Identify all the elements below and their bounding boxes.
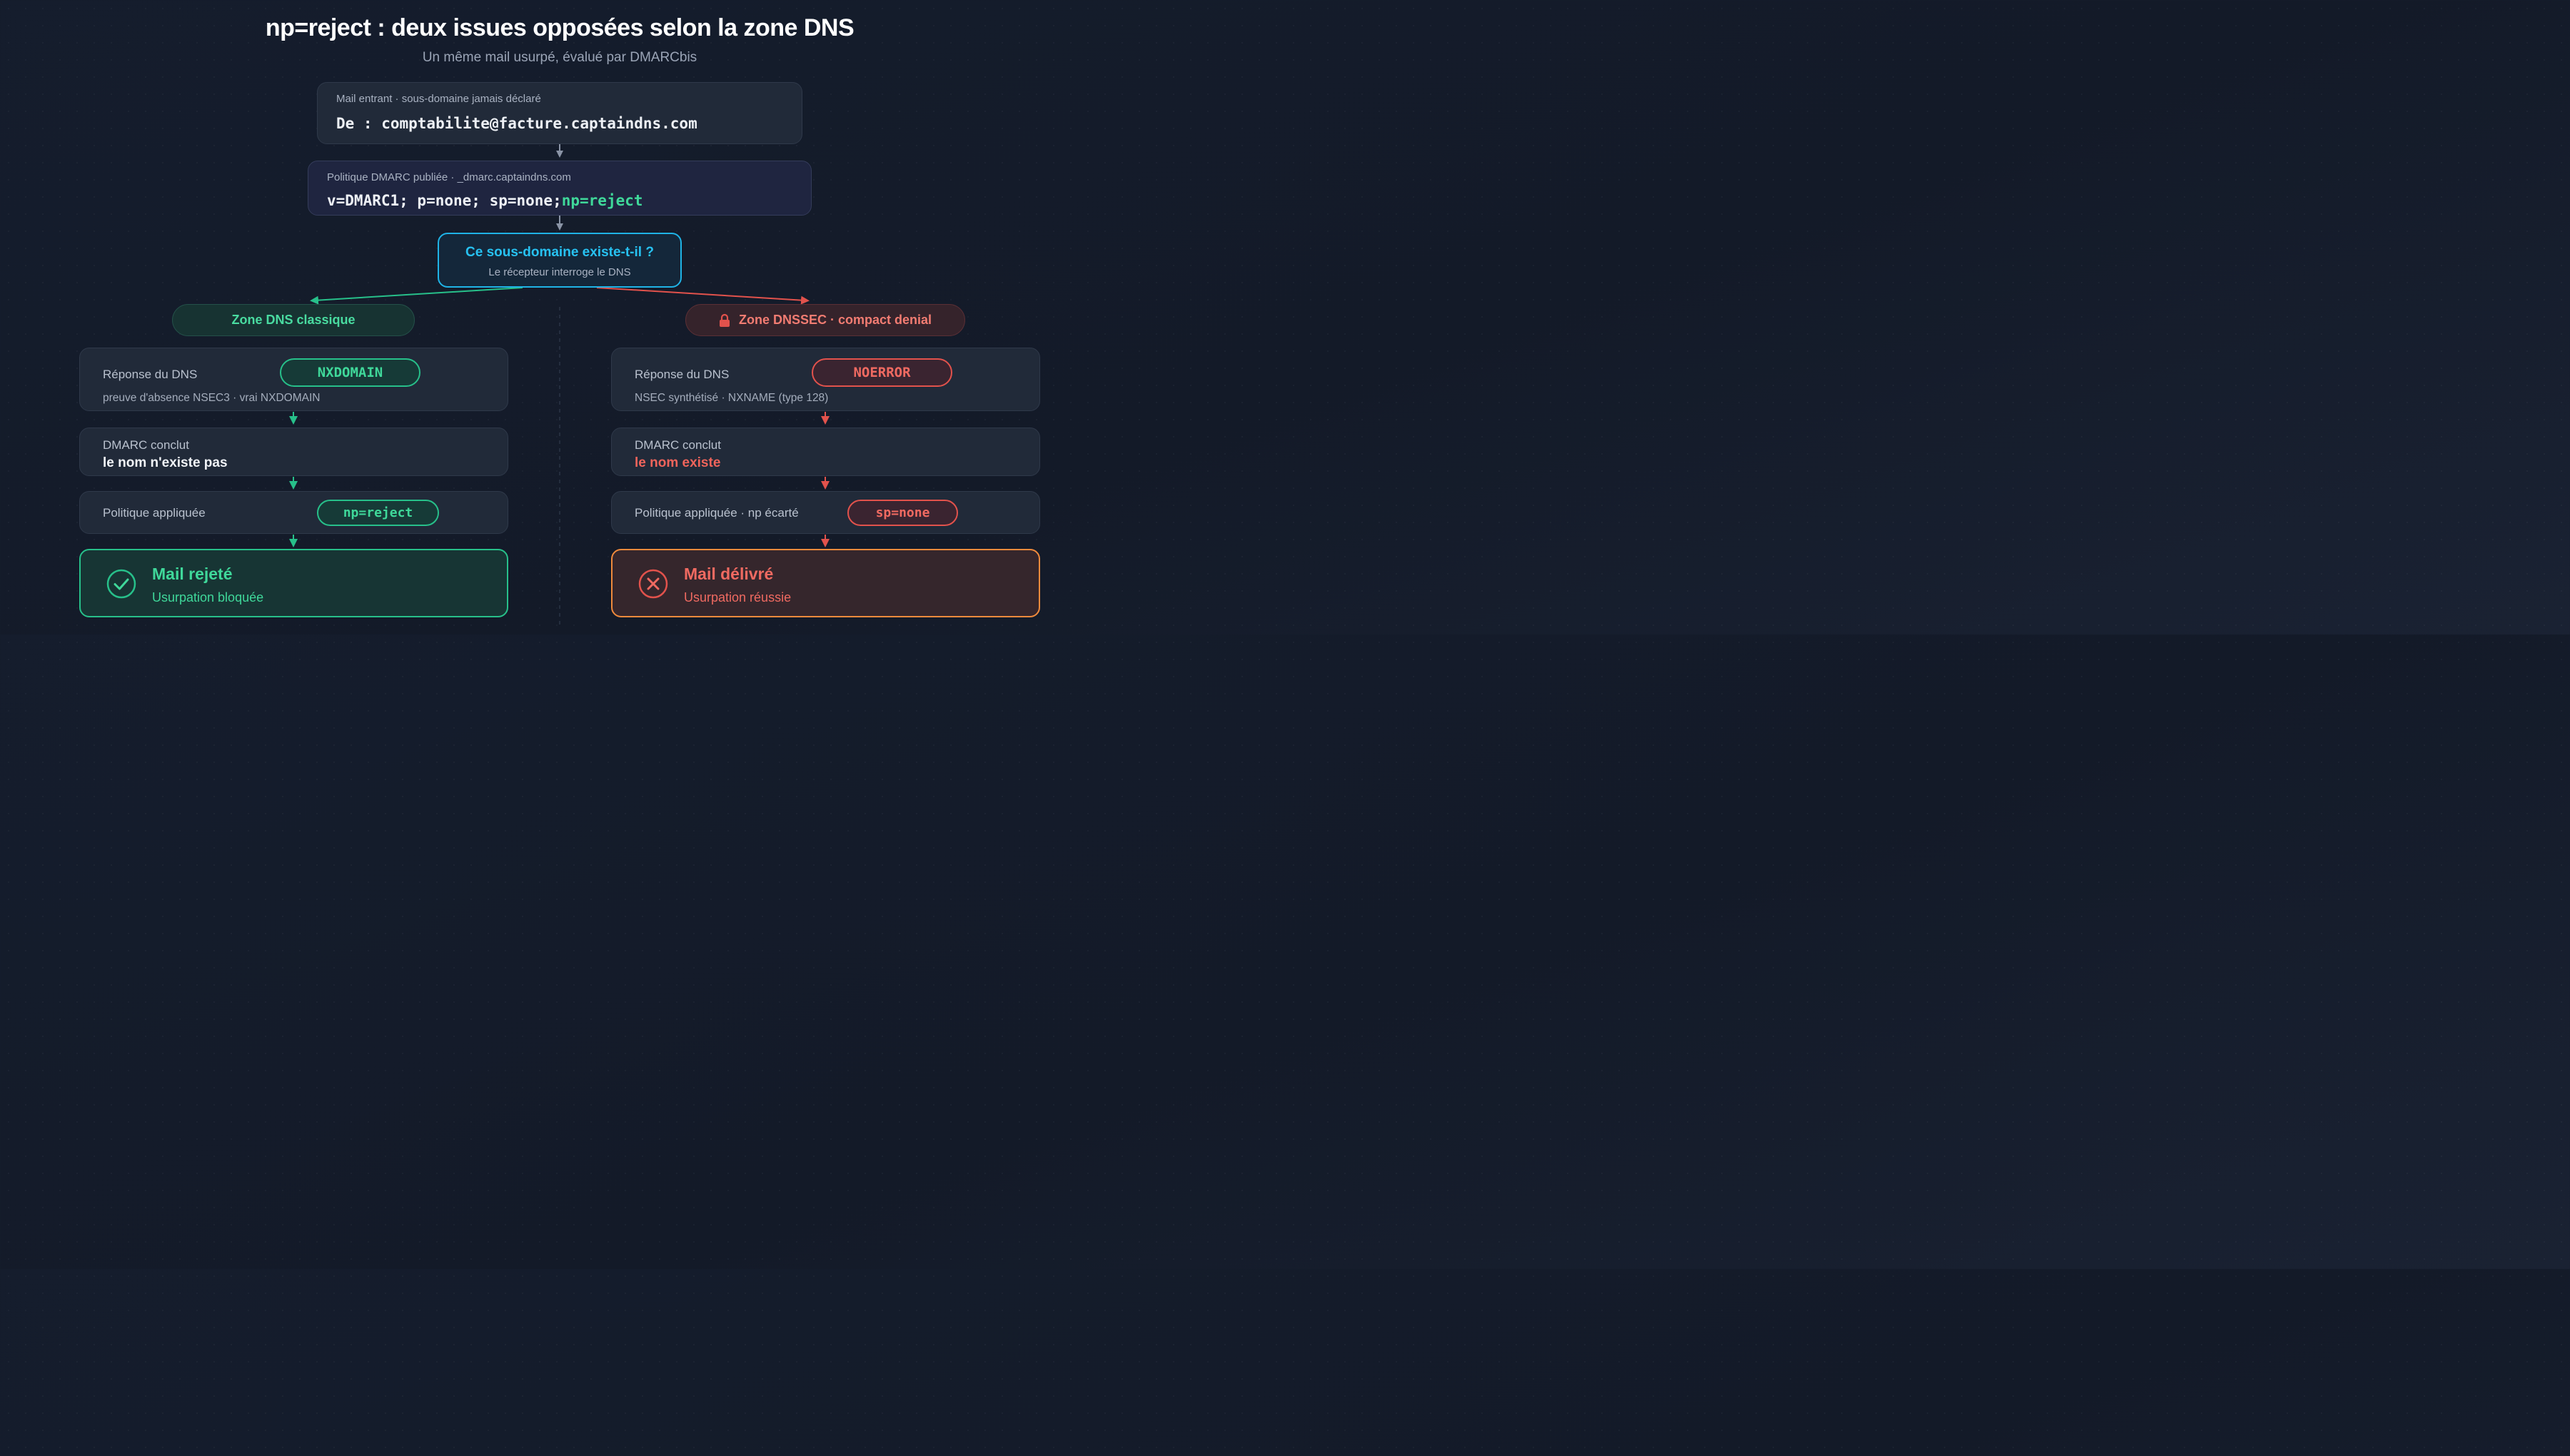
right-dns-detail: NSEC synthétisé · NXNAME (type 128) xyxy=(635,392,829,404)
right-dns-response-label: Réponse du DNS xyxy=(635,368,730,381)
page-subtitle: Un même mail usurpé, évalué par DMARCbis xyxy=(422,50,697,65)
right-dns-code-badge: NOERROR xyxy=(812,358,952,387)
question-subtitle: Le récepteur interroge le DNS xyxy=(488,266,631,278)
question-title: Ce sous-domaine existe-t-il ? xyxy=(465,245,654,260)
right-dns-code: NOERROR xyxy=(853,365,911,380)
left-conclusion-card: DMARC conclut le nom n'existe pas xyxy=(79,428,508,476)
left-dns-code: NXDOMAIN xyxy=(317,365,383,380)
right-conclusion-card: DMARC conclut le nom existe xyxy=(611,428,1040,476)
left-policy-value: np=reject xyxy=(343,505,413,520)
x-circle-icon xyxy=(638,569,668,599)
left-dns-code-badge: NXDOMAIN xyxy=(280,358,420,387)
dnssec-zone-label: Zone DNSSEC · compact denial xyxy=(738,313,932,327)
check-circle-icon xyxy=(106,569,136,599)
incoming-mail-card: Mail entrant · sous-domaine jamais décla… xyxy=(317,82,802,144)
left-result-card: Mail rejeté Usurpation bloquée xyxy=(79,549,508,617)
right-dns-response-card: Réponse du DNS NOERROR NSEC synthétisé ·… xyxy=(611,348,1040,411)
dmarc-record-main: v=DMARC1; p=none; sp=none; xyxy=(327,192,562,209)
dmarc-policy-card: Politique DMARC publiée · _dmarc.captain… xyxy=(308,161,812,216)
dmarc-policy-record: v=DMARC1; p=none; sp=none;np=reject xyxy=(327,192,643,209)
left-conclusion-label: DMARC conclut xyxy=(103,438,189,452)
dmarc-record-np: np=reject xyxy=(561,192,643,209)
right-result-title: Mail délivré xyxy=(684,565,774,583)
left-conclusion-value: le nom n'existe pas xyxy=(103,455,228,470)
arrow-to-dnssec-zone xyxy=(596,287,810,305)
left-policy-badge: np=reject xyxy=(317,500,439,526)
left-policy-label: Politique appliquée xyxy=(103,506,206,520)
arrow-to-classic-zone xyxy=(310,287,523,305)
right-result-subtitle: Usurpation réussie xyxy=(684,590,792,605)
page-title: np=reject : deux issues opposées selon l… xyxy=(265,14,855,41)
lock-icon xyxy=(719,313,730,328)
left-policy-card: Politique appliquée np=reject xyxy=(79,491,508,534)
right-conclusion-label: DMARC conclut xyxy=(635,438,721,452)
left-dns-response-card: Réponse du DNS NXDOMAIN preuve d'absence… xyxy=(79,348,508,411)
right-policy-card: Politique appliquée · np écarté sp=none xyxy=(611,491,1040,534)
incoming-mail-label: Mail entrant · sous-domaine jamais décla… xyxy=(336,93,541,105)
left-dns-detail: preuve d'absence NSEC3 · vrai NXDOMAIN xyxy=(103,392,321,404)
right-policy-label: Politique appliquée · np écarté xyxy=(635,506,799,520)
right-conclusion-value: le nom existe xyxy=(635,455,721,470)
incoming-mail-from: De : comptabilite@facture.captaindns.com xyxy=(336,115,697,132)
classic-zone-header: Zone DNS classique xyxy=(172,304,415,336)
left-dns-response-label: Réponse du DNS xyxy=(103,368,198,381)
right-policy-value: sp=none xyxy=(875,505,930,520)
right-policy-badge: sp=none xyxy=(847,500,958,526)
left-result-title: Mail rejeté xyxy=(152,565,233,583)
question-node: Ce sous-domaine existe-t-il ? Le récepte… xyxy=(438,233,682,288)
flow-connectors xyxy=(289,144,830,628)
right-result-card: Mail délivré Usurpation réussie xyxy=(611,549,1040,617)
classic-zone-label: Zone DNS classique xyxy=(231,313,356,327)
dmarc-policy-label: Politique DMARC publiée · _dmarc.captain… xyxy=(327,171,571,183)
dnssec-zone-header: Zone DNSSEC · compact denial xyxy=(685,304,965,336)
left-result-subtitle: Usurpation bloquée xyxy=(152,590,264,605)
